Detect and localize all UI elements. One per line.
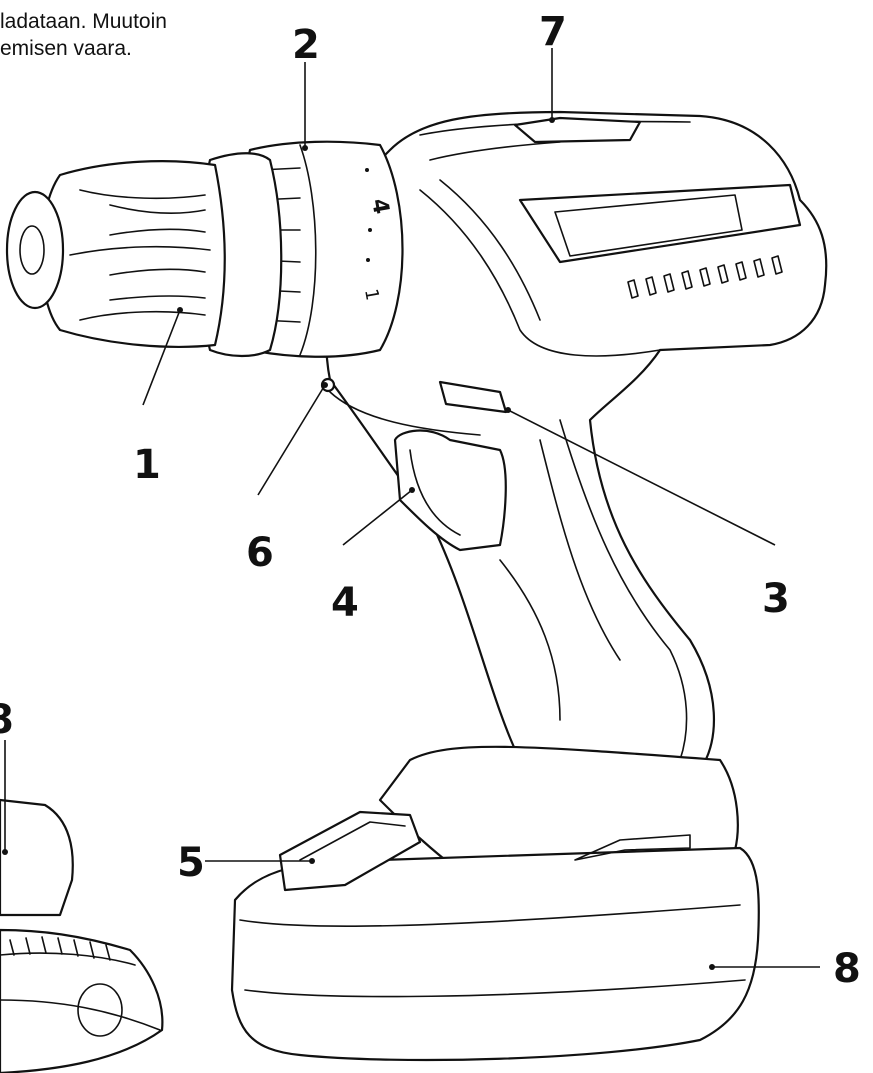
callout-labels: 1 2 3 4 5 6 7 8 8: [0, 9, 861, 992]
callout-3: 3: [762, 576, 790, 622]
callout-1: 1: [133, 442, 161, 488]
keyless-chuck: [5, 152, 283, 358]
callout-6: 6: [246, 530, 274, 576]
torque-mark-1: 1: [360, 287, 383, 302]
vent-slots: [627, 255, 783, 299]
callout-7: 7: [539, 9, 567, 55]
drill-housing: [324, 110, 828, 772]
caption-text: ladataan. Muutoin emisen vaara.: [0, 8, 167, 62]
callout-2: 2: [292, 22, 320, 68]
caption-line-2: emisen vaara.: [0, 37, 132, 60]
callout-8-left: 8: [0, 697, 14, 743]
battery-pack: [230, 745, 760, 1062]
leader-lines: [2, 48, 820, 970]
callout-4: 4: [331, 580, 359, 626]
torque-mark-4: 4: [366, 197, 393, 216]
charger-partial: [0, 798, 164, 1073]
caption-line-1: ladataan. Muutoin: [0, 10, 167, 33]
callout-8: 8: [833, 946, 861, 992]
callout-5: 5: [177, 840, 205, 886]
